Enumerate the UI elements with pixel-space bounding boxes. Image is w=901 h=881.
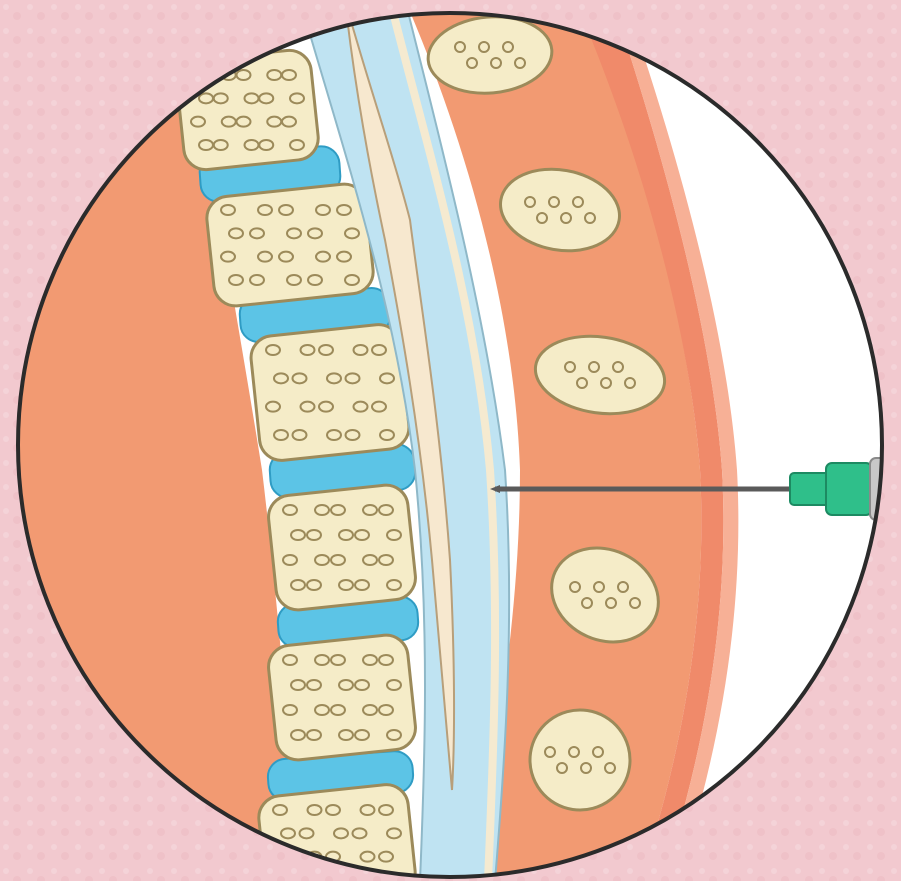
vertebral-body	[205, 182, 376, 308]
vertebral-body	[266, 483, 417, 612]
vertebral-body	[249, 323, 411, 463]
syringe-hub-flange	[826, 463, 872, 515]
vertebral-body	[266, 633, 417, 762]
syringe-hub	[790, 473, 830, 505]
